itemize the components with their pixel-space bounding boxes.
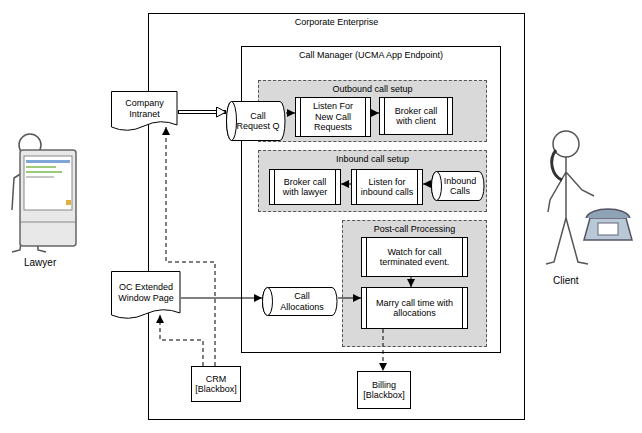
document-body (112, 272, 181, 319)
node-text: Listen for inbound calls (360, 177, 414, 198)
band-fill (258, 150, 487, 212)
cylinder-body (227, 102, 285, 141)
connector (286, 113, 295, 114)
data-store: Call Allocations (262, 287, 338, 316)
node-text: Call Request Q (236, 111, 280, 132)
connector (411, 277, 412, 287)
connector (371, 113, 379, 114)
data-store: Call Request Q (226, 101, 286, 141)
document-body (112, 92, 178, 131)
process-box: Broker call with lawyer (269, 169, 341, 205)
process-side-line (462, 288, 463, 328)
screen-row (26, 176, 54, 178)
process-side-line (417, 170, 418, 204)
cylinder-body (432, 172, 485, 201)
container-box: Corporate EnterpriseCall Manager (UCMA A… (148, 13, 525, 420)
node-text: Billing [Blackbox] (361, 380, 407, 401)
data-store: Inbound Calls (431, 171, 485, 201)
group-band: Outbound call setupListen For New Call R… (258, 80, 487, 142)
connector (341, 184, 351, 185)
process-box: Listen For New Call Requests (295, 97, 371, 137)
process-side-line (447, 98, 448, 134)
figure-label: Client (553, 275, 579, 286)
document-shape: OC Extended Window Page (111, 271, 181, 321)
phone-cradle (586, 209, 630, 218)
tablet-line (20, 222, 76, 223)
client-figure (546, 131, 632, 264)
process-side-line (356, 170, 357, 204)
node-text: Inbound Calls (441, 176, 479, 197)
double-line-inner (179, 111, 216, 113)
screen-row (26, 166, 56, 168)
node-text: Broker call with lawyer (278, 177, 332, 198)
cylinder-end (263, 288, 273, 316)
group-band: Inbound call setupBroker call with lawye… (258, 150, 487, 212)
node-text: OC Extended Window Page (115, 282, 177, 303)
band-fill (342, 220, 487, 347)
desk-phone (584, 218, 632, 240)
group-title: Post-call Processing (345, 224, 484, 234)
process-side-line (274, 170, 275, 204)
node-text: CRM [Blackbox] (195, 374, 237, 395)
process-box: Marry call time with allocations (361, 287, 468, 329)
client-handset (552, 150, 562, 180)
system-box: CRM [Blackbox] (191, 366, 241, 402)
band-fill (258, 80, 487, 142)
process-side-line (366, 238, 367, 276)
group-title: Corporate Enterprise (151, 17, 522, 27)
cylinder-body (263, 288, 338, 316)
process-side-line (384, 98, 385, 134)
process-side-line (335, 170, 336, 204)
dashed-connector (166, 127, 215, 366)
group-title: Inbound call setup (261, 154, 484, 164)
process-side-line (365, 98, 366, 136)
group-title: Outbound call setup (261, 84, 484, 94)
screen-bar (26, 160, 70, 163)
node-text: Broker call with client (388, 106, 444, 127)
container-box: Call Manager (UCMA App Endpoint) Outbound… (241, 46, 501, 353)
band-fills (258, 80, 487, 347)
group-title: Call Manager (UCMA App Endpoint) (244, 50, 498, 60)
node-text: Call Allocations (272, 291, 332, 312)
process-box: Broker call with client (379, 97, 453, 135)
lawyer-tablet (20, 150, 76, 246)
process-box: Listen for inbound calls (351, 169, 423, 205)
connector (181, 298, 262, 299)
screen-row (26, 171, 62, 173)
system-box: Billing [Blackbox] (357, 371, 411, 409)
process-side-line (366, 288, 367, 328)
group-band: Post-call ProcessingWatch for call termi… (342, 220, 487, 347)
process-side-line (300, 98, 301, 136)
process-box: Watch for call terminated event. (361, 237, 468, 277)
process-side-line (462, 238, 463, 276)
screen-icon (66, 200, 71, 205)
document-shape: Company Intranet (111, 91, 178, 133)
node-text: Company Intranet (115, 98, 174, 119)
client-head (553, 131, 579, 157)
figure-label: Lawyer (24, 257, 56, 268)
dashed-connector (383, 329, 384, 371)
cylinder-end (432, 172, 442, 201)
tablet-screen (24, 156, 72, 210)
double-line-connector (178, 110, 226, 114)
connector (423, 184, 431, 185)
node-text: Marry call time with allocations (370, 298, 459, 319)
node-text: Listen For New Call Requests (304, 101, 362, 132)
lawyer-figure (12, 134, 76, 252)
dashed-connector (160, 315, 203, 366)
phone-keypad (598, 223, 618, 235)
cylinder-end (227, 102, 237, 141)
node-text: Watch for call terminated event. (370, 247, 459, 268)
